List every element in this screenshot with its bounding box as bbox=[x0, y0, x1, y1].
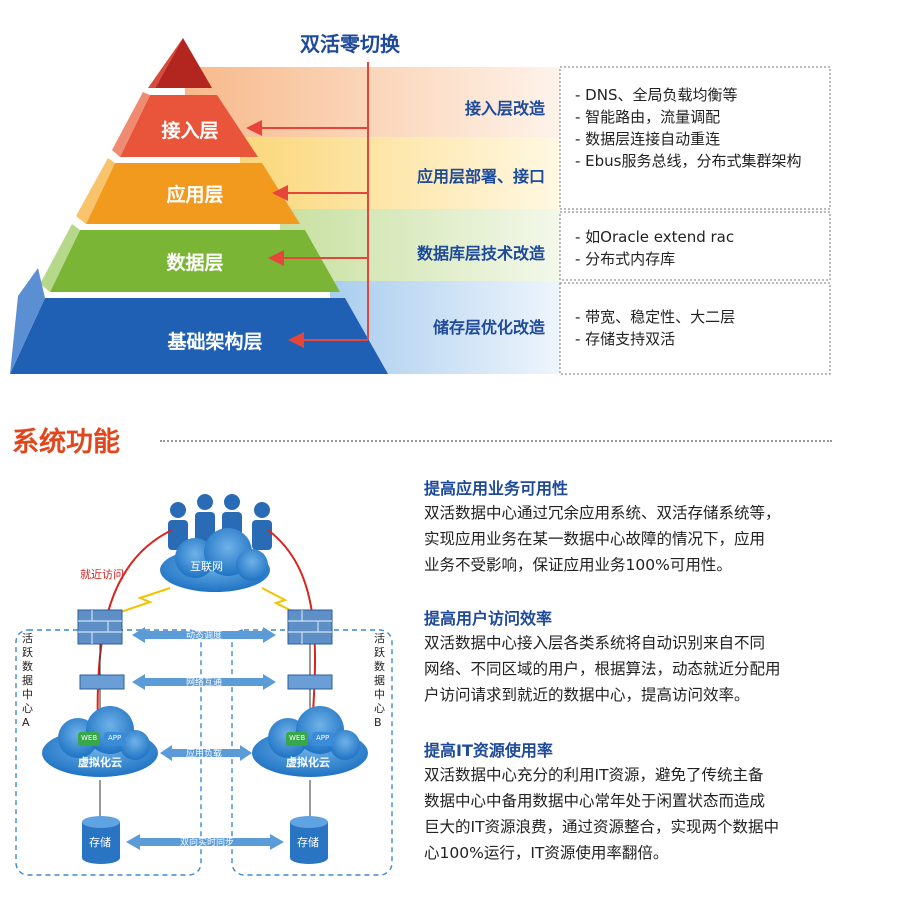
detail-line: - 如Oracle extend rac bbox=[575, 228, 735, 246]
pyramid-apex bbox=[155, 38, 212, 88]
detail-list-1: - DNS、全局负载均衡等 - 智能路由，流量调配 - 数据层连接自动重连 - … bbox=[575, 84, 802, 172]
link-label-dispatch: 动态调度 bbox=[186, 631, 223, 641]
firewall-b-icon bbox=[287, 609, 333, 645]
detail-line: - 带宽、稳定性、大二层 bbox=[575, 308, 736, 326]
dc-b-label: 活跃数 据中心 B bbox=[374, 632, 385, 729]
detail-line: - Ebus服务总线，分布式集群架构 bbox=[575, 152, 802, 170]
band-label-app: 应用层部署、接口 bbox=[416, 167, 545, 186]
virtual-cloud-b-label: 虚拟化云 bbox=[286, 756, 330, 769]
detail-box-2 bbox=[559, 211, 831, 281]
link-label-sync: 双向实时同步 bbox=[180, 838, 235, 848]
detail-line: - 智能路由，流量调配 bbox=[575, 108, 721, 126]
band-label-access: 接入层改造 bbox=[464, 99, 545, 118]
dc-a-label: 活跃数 据中心 A bbox=[22, 632, 33, 729]
detail-line: - 分布式内存库 bbox=[575, 250, 676, 268]
app-badge-a bbox=[104, 732, 126, 746]
tier-app-shape bbox=[86, 163, 300, 224]
tier-data-shape bbox=[50, 230, 340, 292]
access-arrow-a bbox=[89, 529, 173, 732]
link-arrow-network bbox=[132, 674, 276, 690]
switch-a-icon bbox=[79, 674, 125, 690]
storage-b-label: 存储 bbox=[297, 836, 319, 849]
link-arrow-sync bbox=[126, 834, 284, 850]
web-label-b: WEB bbox=[289, 734, 306, 742]
active-active-diagram bbox=[15, 494, 393, 876]
feature-body-availability: 双活数据中心通过冗余应用系统、双活存储系统等， 实现应用业务在某一数据中心故障的… bbox=[424, 504, 781, 574]
lightning-left-icon bbox=[111, 587, 171, 616]
app-label-b: APP bbox=[316, 734, 330, 742]
web-badge-a bbox=[78, 732, 100, 746]
web-label-a: WEB bbox=[81, 734, 98, 742]
link-arrows bbox=[126, 627, 284, 850]
pyramid-title: 双活零切换 bbox=[300, 32, 400, 56]
virtual-cloud-a-icon bbox=[42, 706, 158, 777]
tier-label-data: 数据层 bbox=[166, 252, 224, 274]
tier-label-access: 接入层 bbox=[161, 120, 219, 142]
band-label-storage: 储存层优化改造 bbox=[432, 318, 545, 337]
virtual-cloud-a-label: 虚拟化云 bbox=[78, 756, 122, 769]
band-bg-app bbox=[240, 137, 560, 209]
switch-b-icon bbox=[287, 674, 333, 690]
link-label-network: 网络互通 bbox=[186, 678, 223, 688]
app-label-a: APP bbox=[108, 734, 122, 742]
tier-access-shape bbox=[120, 95, 258, 157]
detail-list-3: - 带宽、稳定性、大二层 - 存储支持双活 bbox=[575, 306, 735, 350]
detail-box-3 bbox=[559, 282, 831, 375]
pyramid-diagram bbox=[10, 38, 831, 375]
internet-cloud-icon bbox=[160, 528, 270, 592]
band-label-data: 数据库层技术改造 bbox=[416, 244, 545, 263]
section-divider bbox=[160, 440, 832, 442]
web-badge-b bbox=[286, 732, 308, 746]
storage-a-label: 存储 bbox=[89, 836, 111, 849]
firewall-a-icon bbox=[77, 609, 123, 645]
tier-label-infra: 基础架构层 bbox=[167, 331, 263, 353]
link-label-loadbalance: 应用负载 bbox=[186, 749, 223, 759]
lightning-right-icon bbox=[261, 587, 301, 616]
link-arrow-loadbalance bbox=[160, 745, 252, 761]
nearby-access-label: 就近访问 bbox=[80, 568, 124, 581]
storage-b-icon bbox=[290, 816, 328, 864]
feature-body-efficiency: 双活数据中心接入层各类系统将自动识别来自不同 网络、不同区域的用户，根据算法，动… bbox=[424, 634, 781, 704]
detail-list-2: - 如Oracle extend rac - 分布式内存库 bbox=[575, 226, 734, 270]
detail-line: - 数据层连接自动重连 bbox=[575, 130, 721, 148]
feature-body-utilization: 双活数据中心充分的利用IT资源，避免了传统主备 数据中心中备用数据中心常年处于闲… bbox=[424, 766, 780, 862]
detail-line: - DNS、全局负载均衡等 bbox=[575, 86, 738, 104]
users-icon bbox=[168, 494, 272, 550]
link-arrow-dispatch bbox=[132, 627, 276, 643]
feature-title-efficiency: 提高用户访问效率 bbox=[424, 609, 553, 628]
detail-box-1 bbox=[559, 66, 831, 210]
internet-label: 互联网 bbox=[190, 560, 223, 573]
section-title: 系统功能 bbox=[12, 427, 120, 458]
feature-title-availability: 提高应用业务可用性 bbox=[424, 479, 569, 498]
tier-infra-shape bbox=[10, 298, 388, 374]
tier-label-app: 应用层 bbox=[166, 184, 224, 206]
storage-a-icon bbox=[82, 816, 120, 864]
feature-title-utilization: 提高IT资源使用率 bbox=[424, 741, 553, 760]
app-badge-b bbox=[312, 732, 334, 746]
detail-line: - 存储支持双活 bbox=[575, 330, 676, 348]
